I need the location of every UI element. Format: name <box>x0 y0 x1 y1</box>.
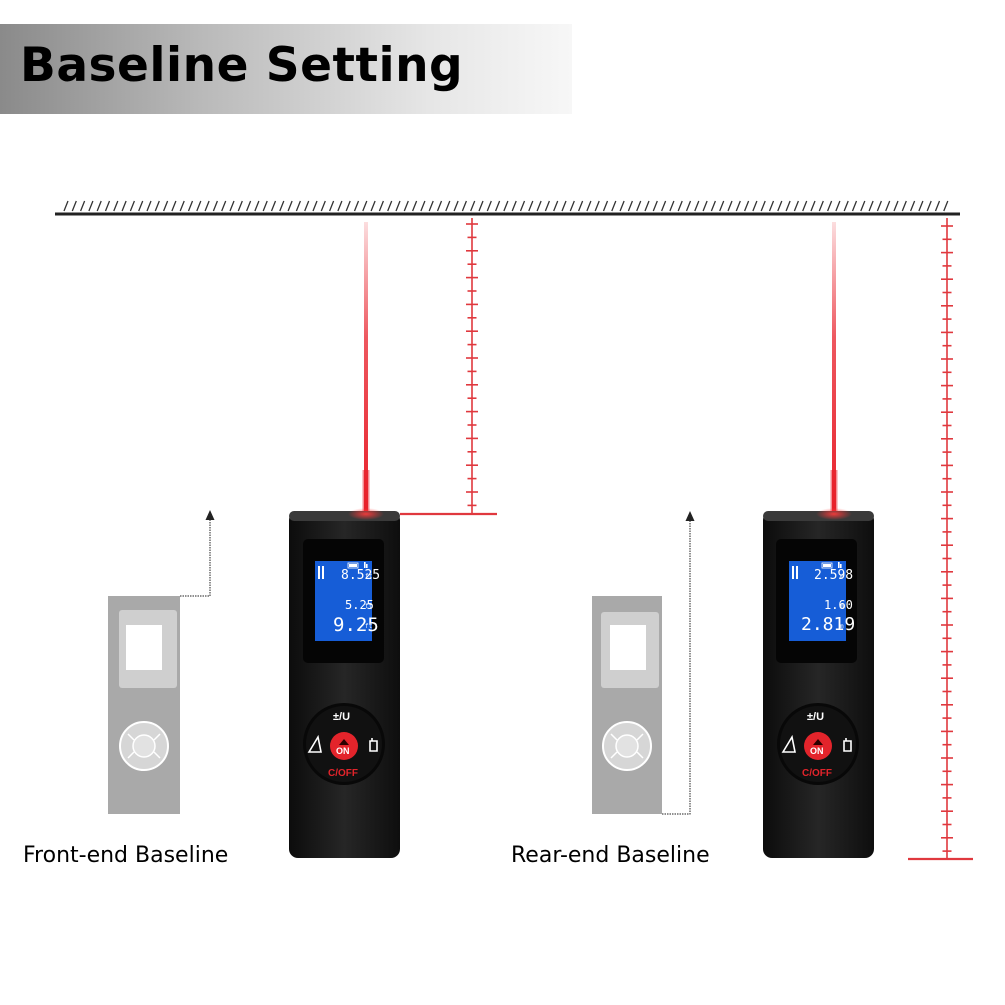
lcd-line3: 2.819 <box>801 614 856 635</box>
clear-off-button: C/OFF <box>802 768 832 779</box>
laser-beam-icon <box>364 222 368 512</box>
lcd-line2: 5.25 <box>345 598 374 612</box>
lcd-line1: 8.525 <box>341 568 381 583</box>
title-banner: Baseline Setting <box>0 24 572 114</box>
lcd-line3: 9.25 <box>333 614 379 636</box>
front-end-caption: Front-end Baseline <box>23 843 229 868</box>
lcd-line1: 2.598 <box>814 568 854 583</box>
lcd-unit3: m <box>840 623 844 630</box>
battery-icon <box>347 562 833 569</box>
lcd-unit2: m <box>840 603 844 610</box>
laser-beam-icon <box>832 222 836 512</box>
signal-icon <box>318 562 842 579</box>
laser-meter-device <box>763 508 874 858</box>
ceiling-hatch-icon <box>55 200 960 216</box>
device-outline-icon <box>592 596 662 814</box>
on-button: ON <box>810 746 824 756</box>
on-button: ON <box>336 746 350 756</box>
lcd-unit3: ft <box>365 623 373 630</box>
reference-arrow-icon <box>662 511 695 815</box>
page-title: Baseline Setting <box>20 38 464 93</box>
clear-off-button: C/OFF <box>328 768 358 779</box>
lcd-unit1: m <box>840 573 844 580</box>
reference-arrow-icon <box>180 510 215 597</box>
rear-end-caption: Rear-end Baseline <box>511 843 710 868</box>
plus-minus-unit-button: ±/U <box>807 711 825 723</box>
ruler-scale-icon <box>400 218 497 516</box>
laser-meter-device <box>289 508 400 858</box>
device-outline-icon <box>108 596 180 814</box>
lcd-unit1: ft <box>365 573 373 580</box>
plus-minus-unit-button: ±/U <box>333 711 351 723</box>
ruler-scale-icon <box>908 218 973 861</box>
lcd-line2: 1.60 <box>824 598 853 612</box>
lcd-unit2: ft <box>365 603 373 610</box>
